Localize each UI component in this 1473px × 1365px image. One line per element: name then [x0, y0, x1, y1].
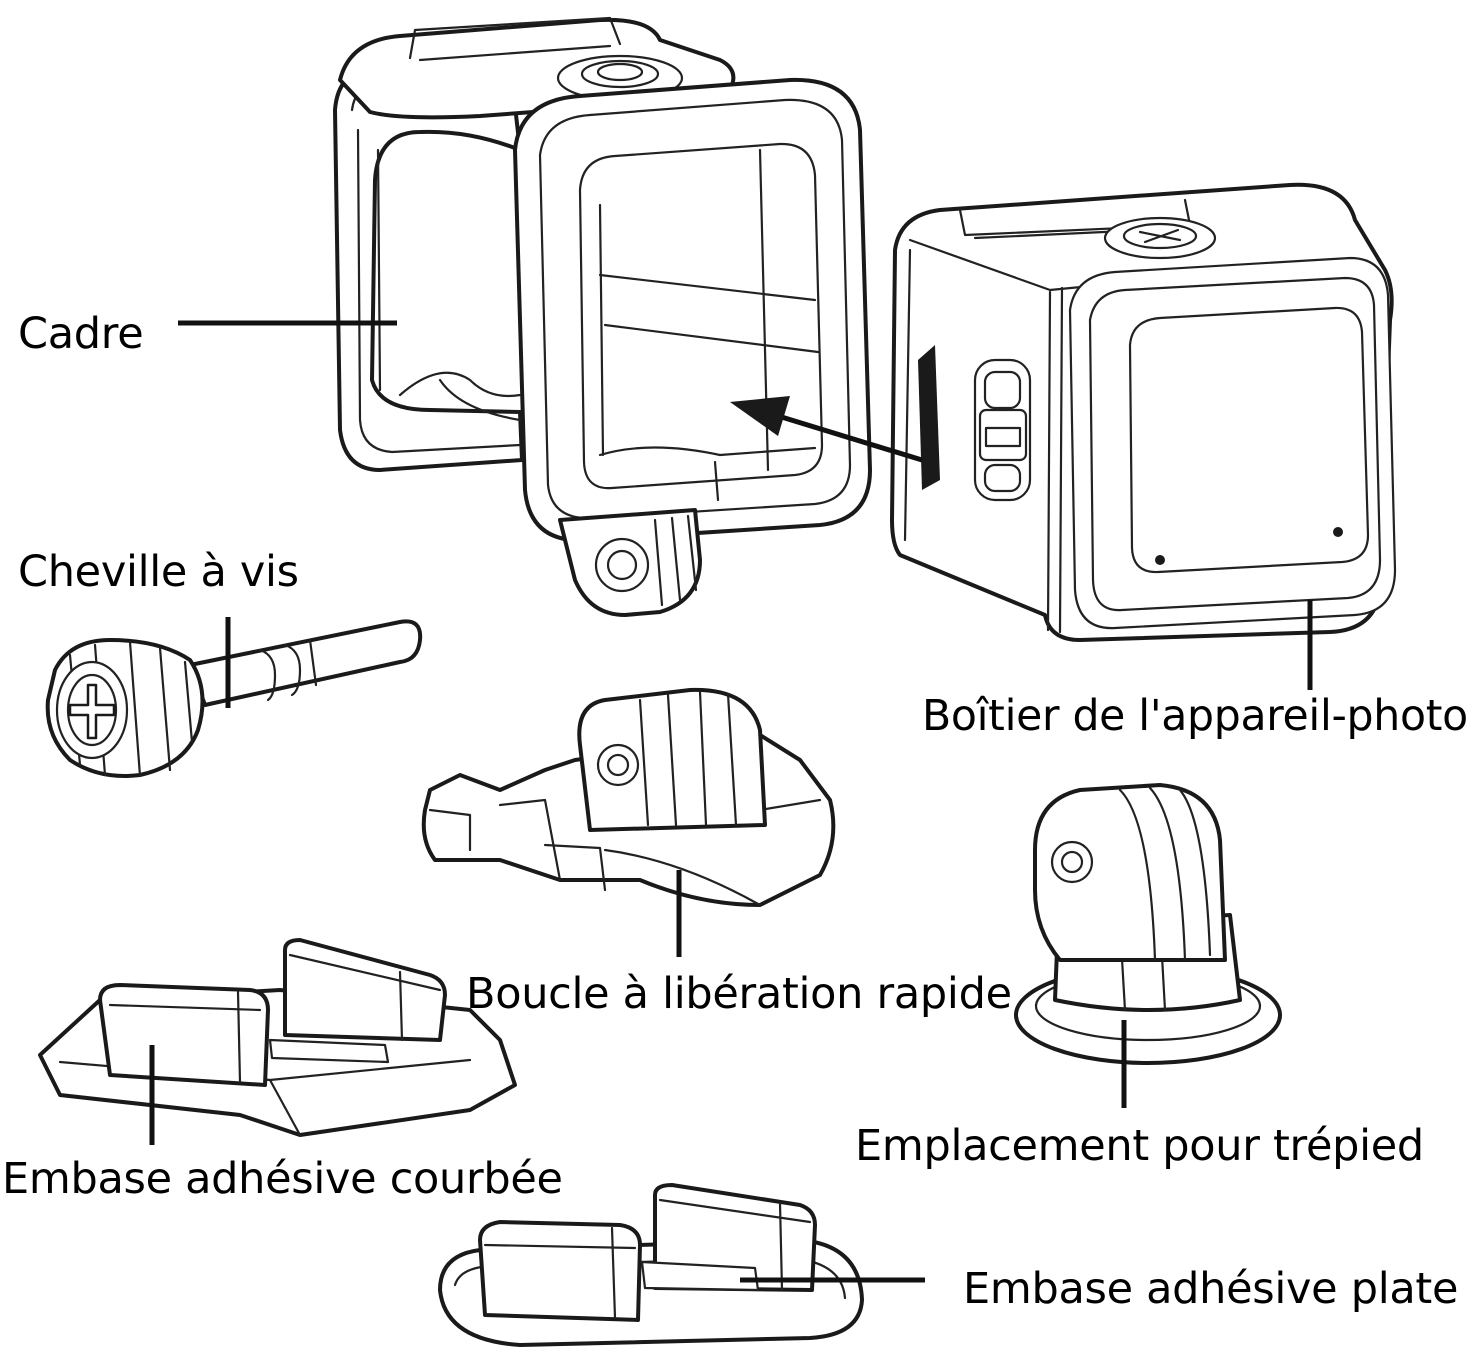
label-boitier: Boîtier de l'appareil-photo	[922, 691, 1468, 741]
buckle-illustration	[421, 687, 836, 907]
screw-illustration	[45, 619, 423, 778]
leader-lines	[149, 320, 1313, 1283]
label-cadre: Cadre	[18, 309, 144, 359]
label-embase-courbee: Embase adhésive courbée	[2, 1154, 563, 1204]
insert-arrow	[730, 396, 923, 463]
label-embase-plate: Embase adhésive plate	[963, 1264, 1459, 1314]
label-boucle: Boucle à libération rapide	[466, 969, 1012, 1019]
flat-mount-illustration	[438, 1183, 864, 1347]
tripod-mount-illustration	[1014, 783, 1282, 1065]
label-cheville: Cheville à vis	[18, 547, 299, 597]
label-trepied: Emplacement pour trépied	[855, 1121, 1424, 1171]
curved-mount-illustration	[38, 938, 517, 1137]
camera-illustration	[890, 182, 1397, 642]
frame-illustration	[333, 16, 872, 617]
